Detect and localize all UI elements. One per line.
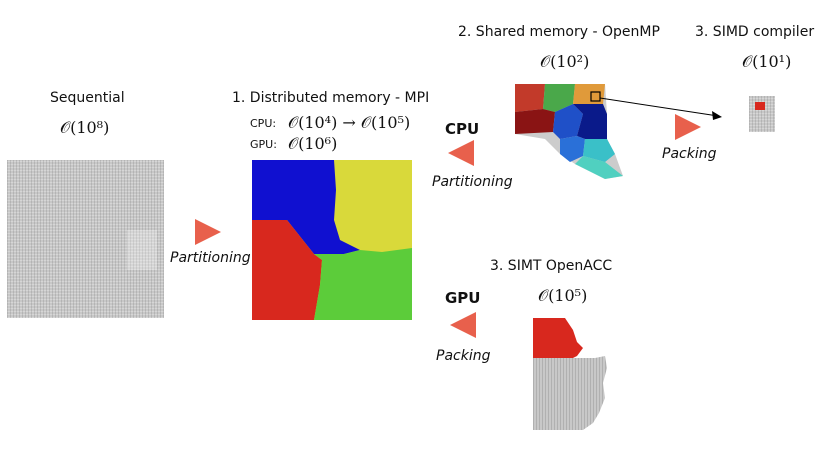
- openmp-title: 2. Shared memory - OpenMP: [458, 24, 660, 40]
- thread-region-6: [573, 104, 607, 139]
- simt-mesh-gray: [533, 356, 607, 430]
- simt-block-red: [533, 318, 583, 358]
- simd-mesh: [749, 96, 775, 132]
- thread-region-8: [583, 139, 615, 162]
- zoom-connector: [600, 97, 722, 120]
- mpi-gpu-label: GPU:: [250, 138, 277, 151]
- mpi-partition-mesh: [252, 160, 412, 320]
- thread-region-1: [515, 84, 545, 112]
- partition-arrow-left: [448, 140, 474, 166]
- thread-region-7: [560, 136, 585, 162]
- sequential-title: Sequential: [50, 90, 125, 106]
- sequential-mesh: [7, 160, 164, 318]
- simt-subdomain: [533, 318, 607, 430]
- mesh-artifact: [127, 230, 157, 270]
- cpu-arrow-head: CPU: [445, 120, 480, 138]
- thread-region-4: [515, 109, 555, 134]
- partition-blue: [252, 160, 360, 254]
- gpu-arrow-head: GPU: [445, 289, 481, 307]
- zoom-arrowhead: [712, 111, 722, 120]
- simt-title: 3. SIMT OpenACC: [490, 258, 613, 274]
- mpi-title: 1. Distributed memory - MPI: [232, 90, 430, 106]
- thread-region-3: [573, 84, 605, 104]
- thread-region-9: [575, 156, 623, 179]
- partition-arrow-right: [195, 219, 221, 245]
- highlight-box: [590, 91, 601, 102]
- simd-vector-lane: [755, 102, 765, 110]
- simd-title: 3. SIMD compiler: [695, 24, 815, 40]
- arrow-label-packing-1: Packing: [662, 146, 717, 162]
- mpi-gpu-complexity: 𝒪(10⁶): [288, 134, 338, 153]
- mpi-cpu-complexity: 𝒪(10⁴) → 𝒪(10⁵): [288, 113, 411, 132]
- mpi-cpu-label: CPU:: [250, 117, 277, 130]
- zoom-line: [600, 97, 719, 117]
- arrow-label-partitioning-2: Partitioning: [432, 174, 513, 190]
- packing-arrow-right: [675, 114, 701, 140]
- openmp-complexity: 𝒪(10²): [540, 52, 590, 71]
- thread-region-5: [553, 104, 583, 139]
- packing-arrow-left: [450, 312, 476, 338]
- arrow-label-packing-2: Packing: [436, 348, 491, 364]
- simd-complexity: 𝒪(10¹): [742, 52, 792, 71]
- thread-region-2: [543, 84, 575, 112]
- partition-green: [314, 248, 412, 320]
- sequential-complexity: 𝒪(10⁸): [60, 118, 110, 137]
- arrow-label-partitioning-1: Partitioning: [170, 250, 251, 266]
- partition-red: [252, 220, 322, 320]
- simt-complexity: 𝒪(10⁵): [538, 286, 588, 305]
- openmp-subdomain: [515, 84, 623, 179]
